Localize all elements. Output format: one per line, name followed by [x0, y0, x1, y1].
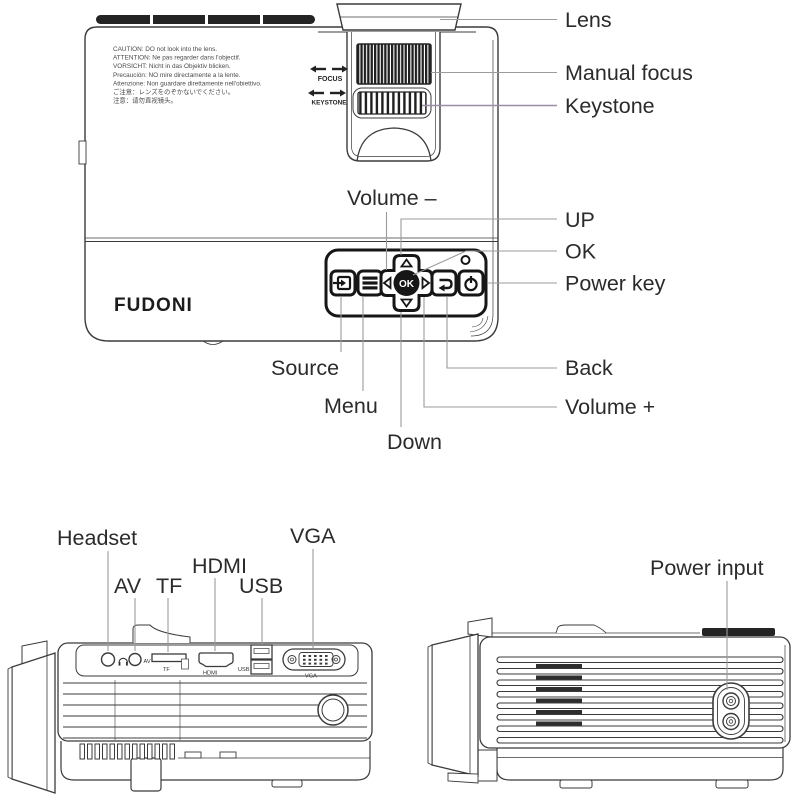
focus-indicator-label: FOCUS — [318, 76, 343, 83]
power-socket — [712, 682, 750, 740]
label-tf: TF — [156, 574, 182, 598]
headset-icon — [118, 657, 128, 666]
lens-cavity-arc — [356, 127, 432, 162]
usb-port-mark: USB — [238, 667, 250, 673]
av-port-mark: AV — [144, 659, 151, 665]
focus-wheel — [356, 43, 432, 85]
brand-logo: FUDONI — [114, 295, 193, 316]
lens-assembly — [318, 3, 476, 162]
caution-line-6: ご注意：レンズをのぞかないでください。 — [113, 87, 234, 96]
io-base-detail-1 — [184, 751, 202, 759]
vga-port-mark: VGA — [305, 674, 317, 680]
power-icon — [464, 276, 478, 292]
label-headset: Headset — [57, 526, 137, 550]
label-down: Down — [387, 430, 442, 454]
left-side-tab — [78, 140, 87, 165]
corner-arc-2 — [471, 317, 484, 328]
label-menu: Menu — [324, 394, 378, 418]
source-icon — [333, 275, 352, 291]
label-vga: VGA — [290, 524, 336, 548]
leader-ok — [412, 250, 557, 276]
headphone-jack — [100, 652, 116, 667]
top-view-inner-edge — [470, 40, 494, 337]
tf-port-mark: TF — [163, 667, 170, 673]
label-lens: Lens — [565, 8, 612, 32]
io-ir-sensor-inner — [321, 698, 345, 722]
io-lens-barrel — [7, 640, 56, 794]
io-base-detail-2 — [219, 751, 237, 759]
hdmi-port-mark: HDMI — [203, 671, 218, 677]
ok-button — [393, 270, 420, 296]
power-top-bump — [555, 624, 607, 634]
usb-ports — [250, 644, 273, 675]
io-bottom-slats — [79, 743, 175, 760]
projector-io-side-view: AV TF HDMI USB VGA — [7, 524, 373, 794]
projector-power-side-view: Power input — [427, 556, 791, 789]
projector-top-view: CAUTION: DO not look into the lens. ATTE… — [78, 3, 693, 454]
caution-line-4: Precaución: NO mire directamente a la le… — [113, 72, 241, 79]
power-vent-grille — [496, 656, 784, 744]
leader-back — [446, 297, 557, 369]
caution-line-5: Attenzione: Non guardare direttamente ne… — [113, 80, 262, 87]
label-keystone: Keystone — [565, 94, 655, 118]
tf-slot-detail — [181, 658, 189, 670]
power-lens-barrel — [427, 617, 493, 784]
ok-button-face: OK — [399, 279, 415, 290]
corner-arc-1 — [469, 315, 489, 333]
label-back: Back — [565, 356, 613, 380]
label-power-input: Power input — [650, 556, 764, 580]
label-source: Source — [271, 356, 339, 380]
bottom-foot-bump — [202, 340, 224, 345]
vga-port — [282, 648, 346, 671]
caution-line-1: CAUTION: DO not look into the lens. — [113, 46, 217, 53]
label-up: UP — [565, 208, 595, 232]
back-button — [430, 269, 458, 297]
io-leader-lines — [107, 549, 314, 652]
leader-volume-plus — [423, 297, 557, 408]
io-top-bump — [132, 624, 191, 643]
label-hdmi: HDMI — [192, 554, 247, 578]
back-icon — [438, 278, 453, 292]
tf-slot — [151, 653, 187, 663]
keystone-indicator-label: KEYSTONE — [311, 100, 347, 107]
io-rear-foot — [271, 779, 303, 788]
caution-line-2: ATTENTION: Ne pas regarder dans l'object… — [113, 55, 241, 62]
power-foot-2 — [715, 779, 749, 789]
led-indicator — [460, 255, 471, 265]
top-view-leader-lines — [340, 18, 557, 427]
power-foot-1 — [559, 779, 593, 789]
up-arrow-icon — [399, 257, 414, 268]
leader-up — [400, 218, 557, 255]
hdmi-port — [198, 652, 234, 668]
down-arrow-icon — [399, 298, 414, 309]
io-vent-grille — [63, 680, 367, 740]
label-manual-focus: Manual focus — [565, 61, 693, 85]
keystone-wheel — [357, 91, 427, 115]
caution-line-7: 注意：请勿直视镜头。 — [113, 96, 177, 105]
label-av: AV — [114, 574, 142, 598]
power-base — [496, 748, 784, 781]
label-usb: USB — [239, 574, 283, 598]
label-power-key: Power key — [565, 272, 666, 296]
keystone-arrows-icon — [308, 89, 346, 97]
io-front-foot — [130, 757, 162, 792]
label-ok: OK — [565, 240, 597, 264]
left-arrow-icon — [382, 276, 392, 290]
caution-text-block: CAUTION: DO not look into the lens. ATTE… — [113, 46, 262, 105]
control-panel: OK — [324, 248, 488, 318]
menu-icon — [362, 276, 378, 290]
caution-line-3: VORSICHT: Nicht in das Objektiv blicken. — [113, 63, 231, 70]
label-volume-plus: Volume + — [565, 395, 655, 419]
top-vent-strip — [96, 15, 315, 24]
focus-arrows-icon — [310, 65, 348, 73]
label-volume-minus: Volume – — [347, 186, 437, 210]
av-jack — [128, 652, 142, 667]
right-arrow-icon — [421, 276, 431, 290]
power-top-dark-bar — [702, 628, 775, 636]
